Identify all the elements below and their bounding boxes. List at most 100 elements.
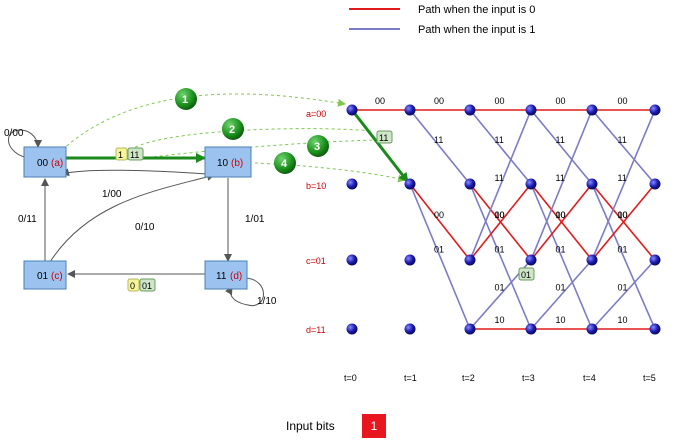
trellis-node-b-t5 xyxy=(649,178,661,190)
trellis-branch-c-to-b-t4 xyxy=(591,183,656,261)
chip-a-to-b: 1 11 xyxy=(115,147,144,161)
state-d-code: 11 xyxy=(216,271,227,282)
trellis-row-d: d=11 xyxy=(306,325,326,335)
trellis-label-b-to-c-t2: 00 xyxy=(495,210,505,220)
legend-label-input-1: Path when the input is 1 xyxy=(418,24,535,36)
step-guides xyxy=(61,93,406,183)
trellis-branch-a-to-b-t1 xyxy=(409,109,471,185)
trellis-node-a-t1 xyxy=(404,104,416,116)
trellis-node-a-t2 xyxy=(464,104,476,116)
chip-a-to-b-output: 11 xyxy=(130,150,139,160)
trellis-branch-b-to-c-t1 xyxy=(409,183,471,261)
trellis-node-a-t4 xyxy=(586,104,598,116)
edge-b-to-a xyxy=(61,168,208,177)
trellis-label-c-to-b-t3: 10 xyxy=(556,210,566,220)
trellis-node-d-t3 xyxy=(525,323,537,335)
trellis-node-d-t4 xyxy=(586,323,598,335)
trellis-node-c-t5 xyxy=(649,254,661,266)
edge-a-self xyxy=(8,129,42,158)
trellis-time-0: t=0 xyxy=(344,373,357,383)
trellis-label-b-to-c-t4: 00 xyxy=(618,210,628,220)
trellis-label-b-to-c-t3: 00 xyxy=(556,210,566,220)
trellis-node-b-t2 xyxy=(464,178,476,190)
state-b-sub: (b) xyxy=(231,158,243,169)
edge-label-b-to-a: 1/00 xyxy=(102,189,122,200)
state-c: 01 (c) xyxy=(23,260,67,290)
trellis-label-b-to-d-t3: 01 xyxy=(556,245,566,255)
trellis-branch-c-to-b-t2 xyxy=(469,183,532,261)
trellis-branch-b-to-d-t1 xyxy=(409,183,471,330)
trellis-branch-b-to-d-t4 xyxy=(591,183,656,330)
trellis-branch-a-to-b-t2 xyxy=(469,109,532,185)
trellis-node-a-t0 xyxy=(346,104,358,116)
trellis-node-a-t5 xyxy=(649,104,661,116)
chip-d-to-c: 0 01 xyxy=(127,278,156,292)
trellis-node-c-t4 xyxy=(586,254,598,266)
edge-label-b-to-c: 0/10 xyxy=(135,222,155,233)
state-b: 10 (b) xyxy=(204,146,252,178)
edge-label-b-to-d: 1/01 xyxy=(245,214,265,225)
chip-a-to-b-input: 1 xyxy=(118,150,123,160)
trellis-label-a-to-a-t2: 00 xyxy=(495,96,505,106)
step-badge-4-num: 4 xyxy=(281,158,288,170)
trellis-node-c-t0 xyxy=(346,254,358,266)
state-d-sub: (d) xyxy=(230,271,242,282)
trellis-label-d-to-c-t4: 01 xyxy=(618,283,628,293)
trellis-label-c-to-a-t3: 11 xyxy=(556,173,565,183)
state-a-code: 00 xyxy=(37,158,49,169)
trellis-node-d-t2 xyxy=(464,323,476,335)
state-a: 00 (a) xyxy=(23,146,67,178)
trellis-time-4: t=4 xyxy=(583,373,596,383)
guide-4 xyxy=(254,162,406,183)
trellis-label-b-to-d-t4: 01 xyxy=(618,245,628,255)
trellis-nodes xyxy=(346,104,661,335)
state-c-sub: (c) xyxy=(51,271,63,282)
trellis-branch-c-to-a-t2 xyxy=(469,109,532,261)
input-bits-label: Input bits xyxy=(286,419,335,433)
state-d: 11 (d) xyxy=(204,260,248,290)
step-badge-1: 1 xyxy=(175,88,197,110)
legend: Path when the input is 0 Path when the i… xyxy=(349,4,535,36)
trellis-label-c-to-a-t2: 11 xyxy=(495,173,504,183)
trellis-node-c-t2 xyxy=(464,254,476,266)
state-c-code: 01 xyxy=(37,271,49,282)
step-badge-3-num: 3 xyxy=(314,141,320,153)
trellis-row-c: c=01 xyxy=(306,256,326,266)
trellis-label-d-to-d-t2: 10 xyxy=(495,315,505,325)
trellis-branch-c-to-b-t3 xyxy=(530,183,593,261)
trellis-label-b-to-d-t1: 01 xyxy=(434,245,444,255)
trellis-branch-c-to-a-t4 xyxy=(591,109,656,261)
edge-label-c-to-a: 0/11 xyxy=(18,214,37,225)
trellis-node-b-t3 xyxy=(525,178,537,190)
edge-label-d-self: 1/10 xyxy=(257,296,277,307)
trellis-node-b-t4 xyxy=(586,178,598,190)
edge-c-to-b xyxy=(49,173,215,263)
trellis-branch-b-to-d-t2 xyxy=(469,183,532,330)
trellis-label-c-to-b-t2: 10 xyxy=(495,210,505,220)
trellis-label-d-to-d-t3: 10 xyxy=(556,315,566,325)
trellis-label-a-to-a-t4: 00 xyxy=(618,96,628,106)
trellis-label-b-to-c-t1: 00 xyxy=(434,210,444,220)
trellis-chip-first: 11 xyxy=(376,130,393,144)
trellis-chip-second-text: 01 xyxy=(521,270,531,280)
step-badge-3: 3 xyxy=(307,135,329,157)
trellis-label-c-to-b-t4: 10 xyxy=(618,210,628,220)
chip-d-to-c-input: 0 xyxy=(130,281,135,291)
step-badge-2-num: 2 xyxy=(229,124,235,136)
step-badge-4: 4 xyxy=(274,152,296,174)
trellis-branch-c-to-a-t3 xyxy=(530,109,593,261)
edge-label-a-self: 0/00 xyxy=(4,128,24,139)
trellis-node-d-t0 xyxy=(346,323,358,335)
trellis-label-a-to-b-t3: 11 xyxy=(556,135,565,145)
trellis-time-1: t=1 xyxy=(404,373,417,383)
step-badge-1-num: 1 xyxy=(182,94,188,106)
trellis-time-2: t=2 xyxy=(462,373,475,383)
edge-d-self xyxy=(225,277,264,306)
trellis-branches xyxy=(352,109,656,330)
guide-1 xyxy=(61,93,346,151)
trellis-label-a-to-a-t1: 00 xyxy=(434,96,444,106)
state-a-sub: (a) xyxy=(51,158,63,169)
trellis-label-c-to-a-t4: 11 xyxy=(618,173,627,183)
